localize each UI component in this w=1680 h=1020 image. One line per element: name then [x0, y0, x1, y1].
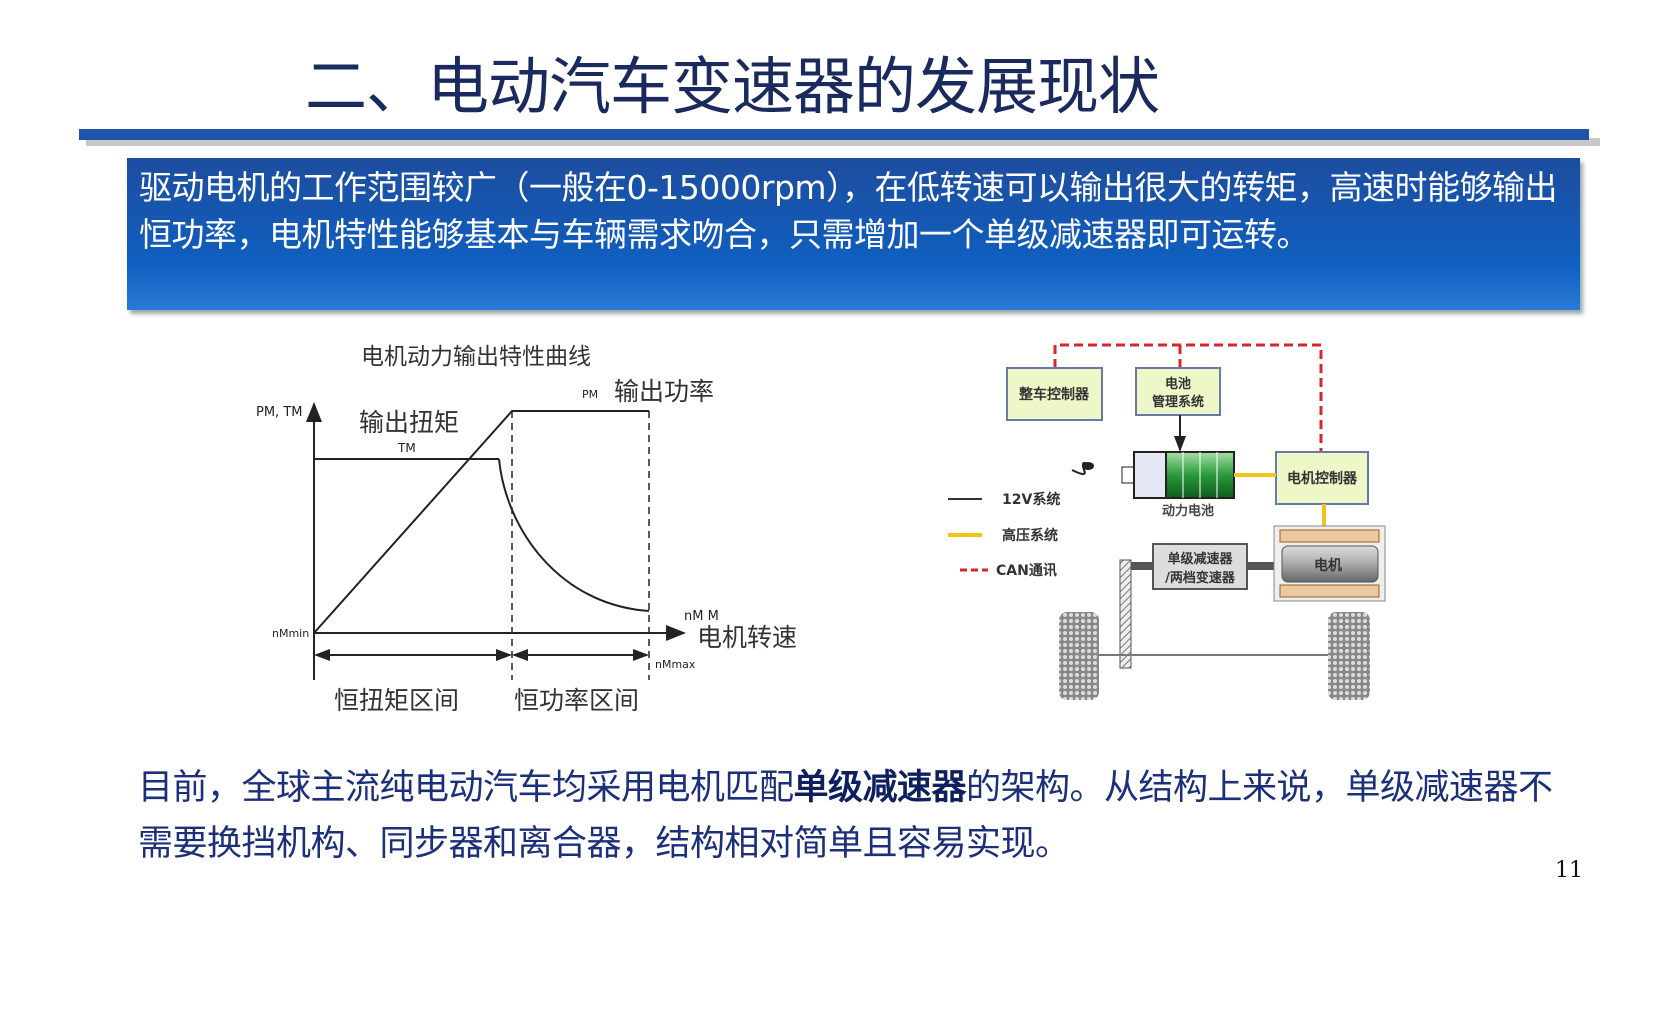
reducer-label: /两档变速器	[1165, 570, 1236, 586]
motor-icon	[1273, 525, 1386, 602]
bms-box	[1135, 367, 1221, 416]
region-constant-torque: 恒扭矩区间	[334, 686, 459, 715]
nmax-label: nMmax	[655, 658, 696, 671]
y-axis-label: PM, TM	[256, 405, 302, 420]
nmin-label: nMmin	[272, 627, 309, 640]
summary-text: 目前，全球主流纯电动汽车均采用电机匹配单级减速器的架构。从结构上来说，单级减速器…	[138, 760, 1578, 872]
torque-curve	[498, 458, 650, 612]
power-label: 输出功率	[614, 377, 714, 406]
can-bus-line	[1053, 343, 1323, 452]
bms-label: 管理系统	[1152, 394, 1204, 410]
vcu-box	[1006, 367, 1103, 421]
pm-label: PM	[582, 388, 598, 401]
summary-pre: 目前，全球主流纯电动汽车均采用电机匹配	[138, 768, 794, 808]
chart-title: 电机动力输出特性曲线	[361, 344, 591, 370]
tm-label: TM	[397, 441, 416, 455]
motor-label: 电机	[1314, 557, 1342, 574]
slide-title: 二、电动汽车变速器的发展现状	[305, 50, 1160, 123]
region-constant-power: 恒功率区间	[514, 686, 639, 715]
motor-characteristic-chart: 电机动力输出特性曲线 PM, TM 输出扭矩 TM PM 输出功率 nM M 电…	[256, 344, 797, 715]
battery-icon	[1071, 451, 1235, 499]
mcu-box	[1275, 451, 1369, 505]
bms-label: 电池	[1165, 376, 1191, 392]
wheel-right	[1328, 612, 1370, 700]
nmm-label: nM M	[684, 609, 719, 624]
gear-plate	[1119, 559, 1132, 669]
battery-label: 动力电池	[1162, 503, 1214, 519]
reducer-label: 单级减速器	[1167, 551, 1233, 567]
diagram-legend: 12V系统 高压系统 CAN通讯	[948, 491, 1060, 579]
x-axis-label: 电机转速	[697, 623, 797, 652]
summary-post: 的架构。从结构上来说，单级减速器不需要换挡机构、同步器和离合器，结构相对简单且容…	[138, 768, 1553, 864]
page-number: 11	[1555, 858, 1583, 883]
legend-12v: 12V系统	[1002, 491, 1060, 508]
title-rule	[79, 129, 1589, 140]
torque-label: 输出扭矩	[359, 408, 459, 437]
wheel-left	[1059, 612, 1099, 700]
reducer-box	[1152, 543, 1248, 590]
legend-hv: 高压系统	[1002, 527, 1058, 544]
title-rule-shadow	[86, 138, 1600, 146]
powertrain-diagram: 整车控制器 电池 管理系统 电机控制器 动力电池 单级减速器 /两档变速器 电机…	[948, 343, 1386, 700]
mcu-label: 电机控制器	[1287, 470, 1358, 487]
vcu-label: 整车控制器	[1018, 386, 1090, 403]
intro-box: 驱动电机的工作范围较广（一般在0-15000rpm），在低转速可以输出很大的转矩…	[127, 158, 1580, 310]
summary-emphasis: 单级减速器	[793, 768, 967, 808]
legend-can: CAN通讯	[996, 563, 1057, 579]
